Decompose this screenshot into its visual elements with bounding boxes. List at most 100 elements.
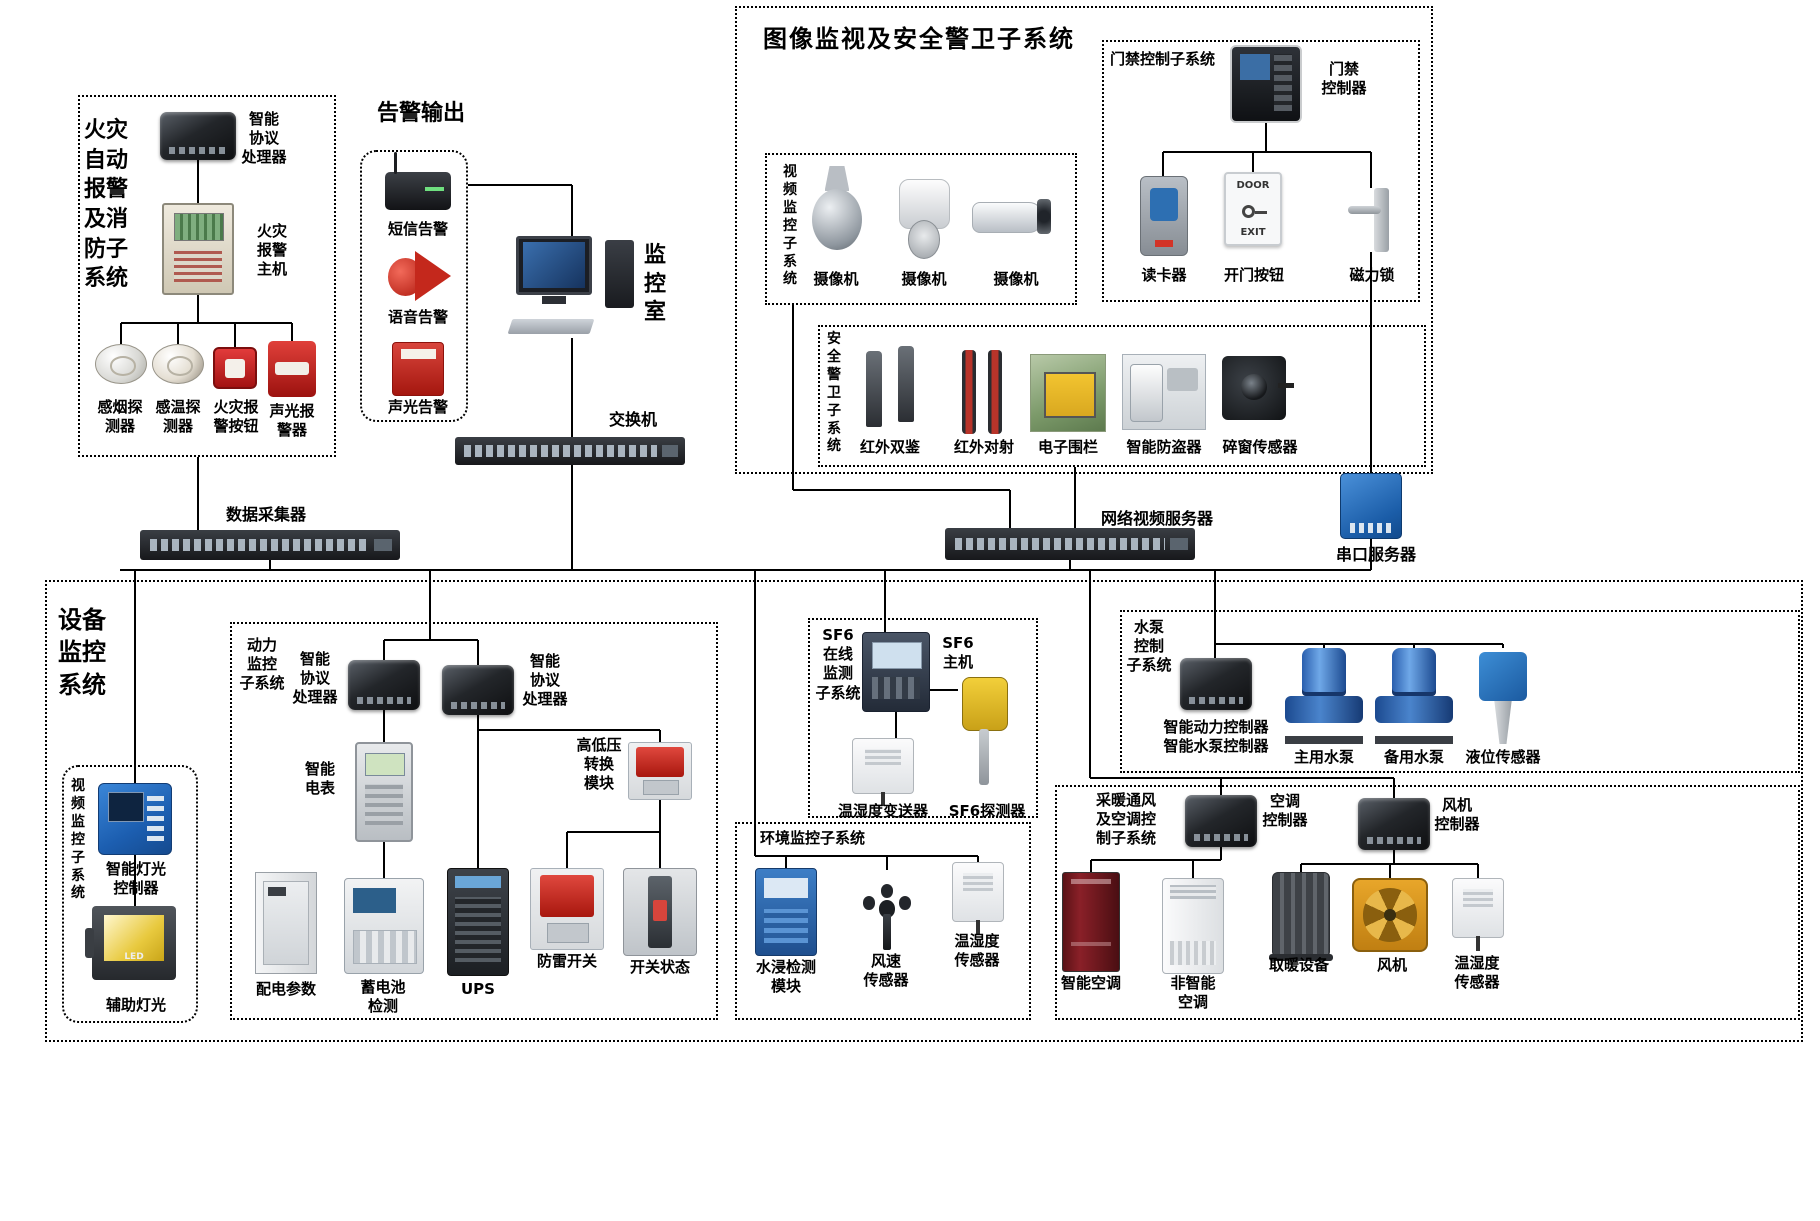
main-pump-label: 主用水泵	[1293, 748, 1354, 766]
power-protocol-processor-2-device	[442, 665, 514, 715]
aux-light-label: 辅助灯光	[105, 996, 166, 1014]
level-sensor-label: 液位传感器	[1465, 748, 1541, 766]
smoke-detector-label: 感烟探 测器	[97, 398, 143, 436]
fire-protocol-processor-label: 智能 协议 处理器	[241, 110, 287, 167]
door-button-text-exit: EXIT	[1240, 227, 1266, 238]
card-reader-device	[1140, 176, 1188, 256]
door-button-text-door: DOOR	[1236, 180, 1270, 191]
environment-box	[735, 822, 1031, 1020]
sound-light-alarm-device	[268, 341, 316, 397]
surveillance-title: 图像监视及安全警卫子系统	[763, 25, 1075, 53]
ac-controller-label: 空调 控制器	[1262, 792, 1308, 830]
pump-controller-label: 智能动力控制器 智能水泵控制器	[1163, 718, 1269, 756]
camera3-label: 摄像机	[993, 270, 1039, 288]
battery-detector-device	[344, 878, 424, 974]
led-text: LED	[124, 952, 144, 962]
ir-beam-label: 红外对射	[953, 438, 1014, 456]
video-sub-title: 视 频 监 控 子 系 统	[71, 778, 85, 902]
hv-lv-module-label: 高低压 转换 模块	[576, 736, 622, 793]
distribution-cabinet-device	[255, 872, 317, 974]
wind-sensor-device	[852, 870, 922, 952]
ac-controller-device	[1185, 795, 1257, 847]
sf6-host-label: SF6 主机	[942, 634, 974, 672]
temp-humidity-sensor-1-device	[952, 862, 1004, 935]
voice-alarm-device	[388, 250, 452, 304]
plain-ac-device	[1162, 878, 1224, 974]
ir-beam-device	[952, 350, 1012, 434]
light-controller-device	[98, 783, 172, 855]
water-module-label: 水浸检测 模块	[755, 958, 816, 996]
fire-alarm-host-device	[162, 203, 234, 295]
card-reader-label: 读卡器	[1141, 266, 1187, 284]
ir-dual-detector-device	[858, 346, 922, 432]
temp-humidity-transmitter-label: 温湿度变送器	[837, 802, 928, 820]
level-sensor-device	[1472, 648, 1534, 746]
ptz-camera-device	[888, 172, 958, 264]
pc-monitor	[515, 236, 593, 295]
alarm-output-box	[360, 150, 468, 422]
window-break-sensor-device	[1222, 356, 1294, 420]
pc-keyboard	[507, 318, 595, 334]
breaker-status-device	[623, 868, 697, 956]
light-controller-label: 智能灯光 控制器	[105, 860, 166, 898]
sf6-detector-label: SF6探测器	[948, 802, 1026, 820]
serial-server-device	[1340, 473, 1402, 539]
core-switch-label: 交换机	[608, 410, 657, 429]
core-switch-device	[455, 437, 685, 465]
window-break-sensor-label: 碎窗传感器	[1222, 438, 1298, 456]
plain-ac-label: 非智能 空调	[1170, 974, 1216, 1012]
heat-detector-device	[152, 344, 204, 384]
fire-alarm-button-label: 火灾报 警按钮	[213, 398, 259, 436]
sms-alarm-device	[385, 152, 451, 210]
surge-switch-label: 防雷开关	[536, 952, 597, 970]
hvac-box	[1055, 785, 1800, 1020]
backup-pump-device	[1375, 648, 1453, 744]
ups-label: UPS	[461, 980, 495, 998]
temp-humidity-sensor-2-device	[1452, 878, 1504, 951]
equipment-title: 设备 监控 系统	[58, 606, 106, 699]
magnetic-lock-device	[1344, 188, 1399, 252]
fire-subsystem-box	[78, 95, 336, 457]
fire-alarm-button-device	[213, 347, 257, 389]
camera1-label: 摄像机	[813, 270, 859, 288]
voice-alarm-label: 语音告警	[387, 308, 448, 326]
data-collector-device	[140, 530, 400, 560]
ups-device	[447, 868, 509, 976]
anti-theft-label: 智能防盗器	[1126, 438, 1202, 456]
equipment-box	[45, 580, 1803, 1042]
wind-sensor-label: 风速 传感器	[863, 952, 909, 990]
sf6-box	[808, 618, 1038, 818]
surge-protector-device	[530, 868, 604, 950]
control-room-title: 监 控 室	[643, 243, 666, 326]
water-leak-module-device	[755, 868, 817, 956]
electronic-fence-device	[1030, 354, 1106, 432]
main-pump-device	[1285, 648, 1363, 744]
camera2-label: 摄像机	[901, 270, 947, 288]
smart-meter-label: 智能 电表	[304, 760, 335, 798]
magnetic-lock-label: 磁力锁	[1349, 266, 1395, 284]
power-box	[230, 622, 718, 1020]
network-video-server-device	[945, 528, 1195, 560]
sf6-detector-device	[958, 672, 1010, 790]
security-guard-box	[818, 325, 1426, 467]
temp-humidity-sensor-1-label: 温湿度 传感器	[954, 932, 1000, 970]
switch-status-label: 开关状态	[629, 958, 690, 976]
led-floodlight-device	[85, 906, 176, 980]
network-video-server-label: 网络视频服务器	[1100, 509, 1213, 528]
sound-light-output-device	[392, 342, 444, 396]
surveillance-box	[735, 6, 1433, 474]
data-collector-label: 数据采集器	[225, 505, 306, 524]
security-guard-title: 安 全 警 卫 子 系 统	[827, 331, 841, 455]
smoke-detector-device	[95, 344, 147, 384]
temp-humidity-sensor-2-label: 温湿度 传感器	[1454, 954, 1500, 992]
fire-alarm-host-label: 火灾 报警 主机	[256, 222, 287, 279]
ir-dual-label: 红外双鉴	[859, 438, 920, 456]
sf6-sub-title: SF6 在线 监测 子系统	[815, 626, 861, 702]
sms-alarm-label: 短信告警	[387, 220, 448, 238]
monitoring-pc	[505, 232, 637, 338]
access-control-box	[1102, 40, 1420, 302]
heater-label: 取暖设备	[1268, 956, 1329, 974]
pump-box	[1120, 610, 1800, 773]
sound-light-output-label: 声光告警	[387, 398, 448, 416]
